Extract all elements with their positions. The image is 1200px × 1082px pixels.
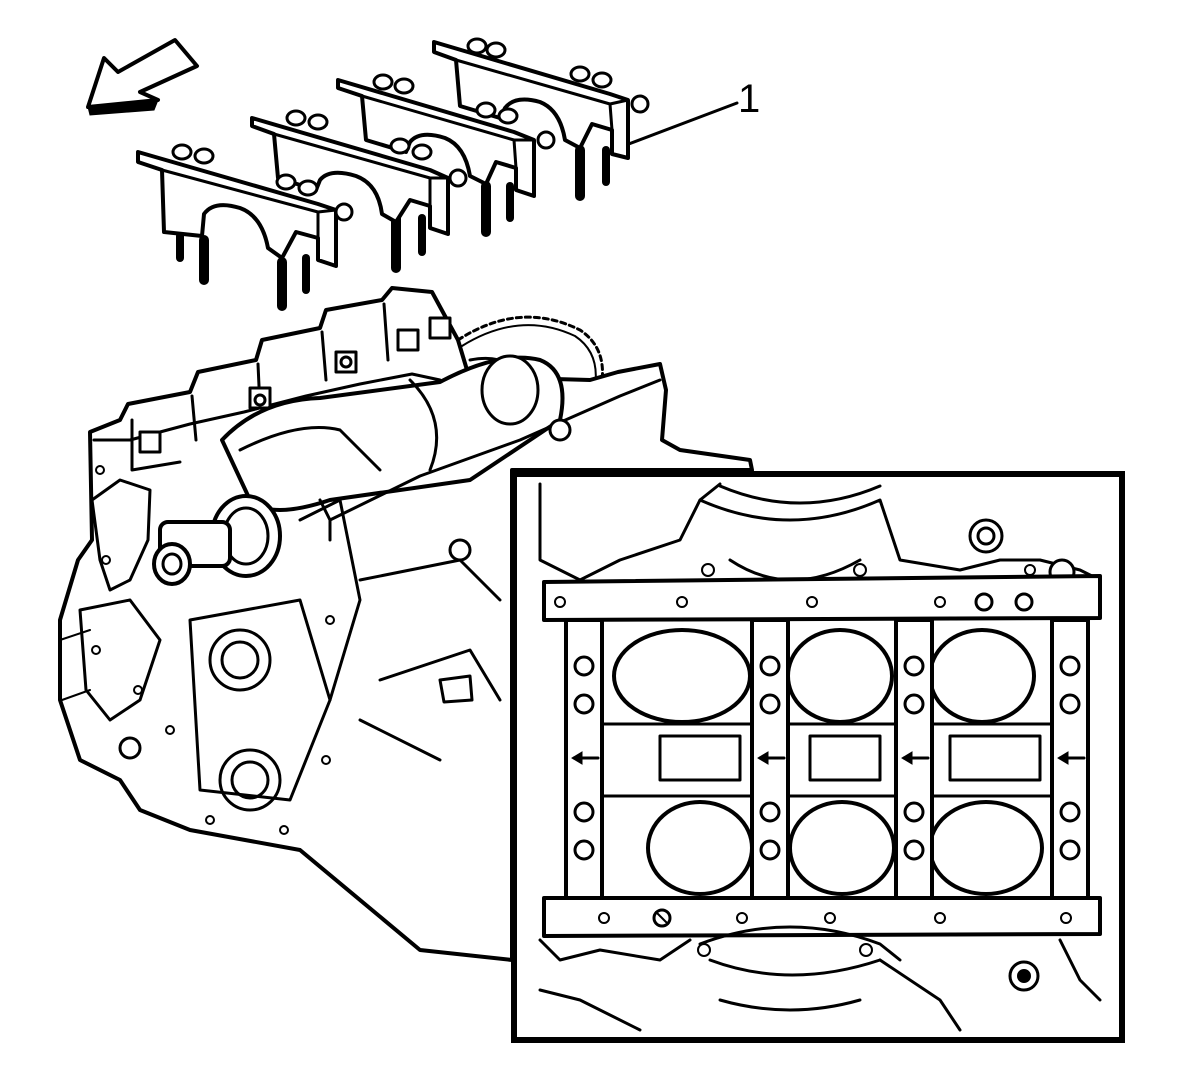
block-rail-bosses bbox=[138, 316, 452, 454]
inset-top-rail bbox=[542, 574, 1102, 622]
inset-cap-bolts bbox=[573, 655, 1081, 861]
inset-cylinder-bores-upper bbox=[612, 628, 1036, 724]
main-bearing-caps bbox=[136, 37, 650, 311]
inset-lower-block bbox=[538, 925, 1102, 1032]
inset-cylinder-bores-lower bbox=[646, 800, 1044, 896]
crankshaft bbox=[152, 354, 565, 586]
inset-orientation-arrows bbox=[571, 751, 1086, 765]
bearing-cap-1 bbox=[136, 143, 354, 311]
bearing-cap-2 bbox=[250, 109, 468, 273]
direction-arrow-icon bbox=[86, 38, 199, 116]
engine-block bbox=[58, 286, 754, 962]
inset-bottom-rail bbox=[542, 896, 1102, 938]
inset-detail bbox=[511, 471, 1125, 1043]
front-cover-region bbox=[59, 465, 362, 835]
bearing-cap-3 bbox=[336, 73, 556, 237]
inset-bearing-caps bbox=[564, 618, 1090, 900]
inset-crank-region bbox=[602, 722, 1054, 798]
callout-1: 1 bbox=[624, 77, 760, 147]
bearing-cap-4 bbox=[432, 37, 650, 201]
callout-number: 1 bbox=[738, 77, 760, 121]
reluctor-ring bbox=[456, 315, 604, 394]
inset-frame bbox=[511, 471, 1125, 1043]
